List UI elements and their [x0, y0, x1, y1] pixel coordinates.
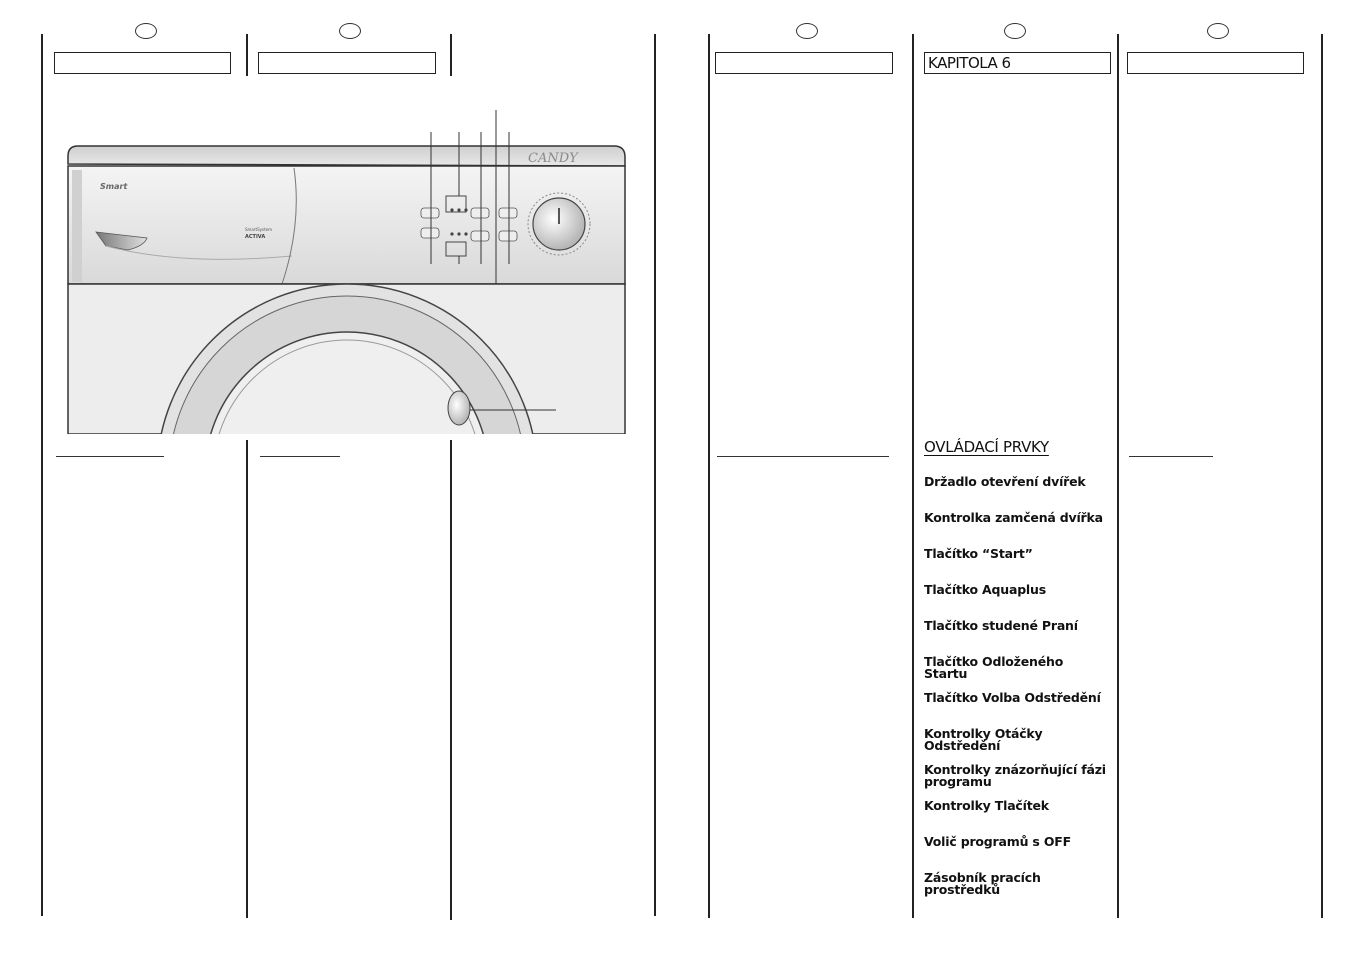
list-item: Tlačítko Odloženého Startu	[924, 654, 1064, 681]
list-item: Kontrolky znázorňující fázi programu	[924, 762, 1106, 789]
section-title: OVLÁDACÍ PRVKY	[924, 438, 1049, 456]
chapter-header-box	[715, 52, 893, 74]
column-divider	[912, 34, 914, 918]
list-item: Držadlo otevření dvířek	[924, 474, 1086, 489]
language-marker	[135, 23, 157, 39]
badge-big: ACTIVA	[245, 234, 265, 240]
column-divider	[246, 34, 248, 76]
section-rule	[56, 456, 164, 457]
chapter-header-box	[54, 52, 231, 74]
section-rule	[1129, 456, 1213, 457]
list-item: Zásobník pracích prostředků	[924, 870, 1041, 897]
list-item: Kontrolky Otáčky Odstředění	[924, 726, 1043, 753]
chapter-header-box	[1127, 52, 1304, 74]
section-rule	[717, 456, 889, 457]
language-marker	[1004, 23, 1026, 39]
list-item: Tlačítko Volba Odstředění	[924, 690, 1101, 705]
list-item: Tlačítko “Start”	[924, 546, 1033, 561]
list-item: Volič programů s OFF	[924, 834, 1071, 849]
column-divider	[450, 440, 452, 920]
language-marker	[796, 23, 818, 39]
list-item: Kontrolka zamčená dvířka	[924, 510, 1103, 525]
chapter-title: KAPITOLA 6	[924, 52, 1111, 74]
column-divider	[708, 34, 710, 918]
list-item: Tlačítko studené Praní	[924, 618, 1078, 633]
brand-logo: CANDY	[528, 151, 579, 166]
column-divider	[450, 34, 452, 76]
column-divider	[246, 440, 248, 918]
chapter-header-box	[258, 52, 436, 74]
list-item: Tlačítko Aquaplus	[924, 582, 1046, 597]
section-rule	[260, 456, 340, 457]
language-marker	[339, 23, 361, 39]
badge-small: SmartSystem	[245, 227, 272, 232]
column-divider	[1321, 34, 1323, 918]
model-label: Smart	[100, 182, 128, 191]
language-marker	[1207, 23, 1229, 39]
column-divider	[1117, 34, 1119, 918]
column-divider	[654, 34, 656, 916]
column-divider	[41, 34, 43, 916]
list-item: Kontrolky Tlačítek	[924, 798, 1049, 813]
washing-machine-illustration: CANDY Smart SmartSystem ACTIVA	[62, 104, 632, 434]
